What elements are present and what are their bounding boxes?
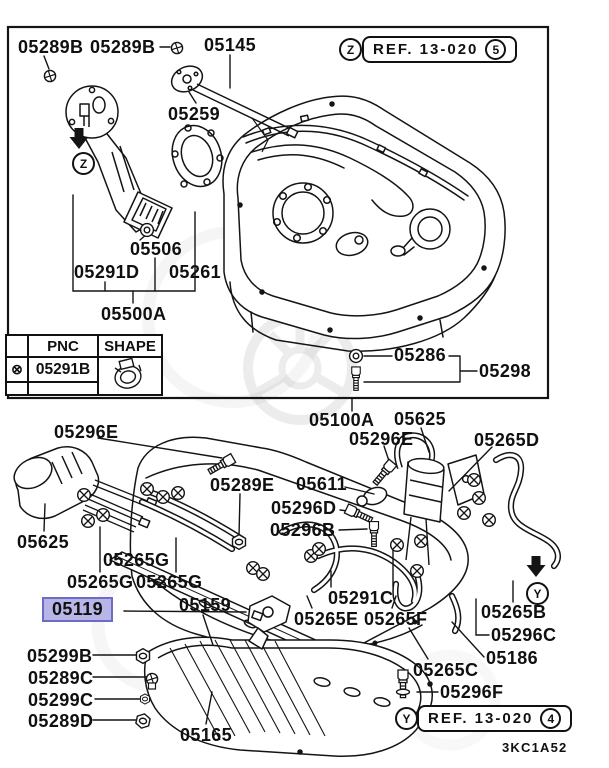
- sheet-code: 3KC1A52: [502, 740, 568, 755]
- part-label-05261[interactable]: 05261: [169, 262, 222, 282]
- ref-top-text: REF. 13-020: [373, 41, 479, 58]
- part-label-05265d[interactable]: 05265D: [474, 430, 540, 450]
- part-label-05625-left[interactable]: 05625: [17, 532, 70, 552]
- part-label-05265g-3[interactable]: 05265G: [136, 572, 203, 592]
- fuel-tank-upper-drawing: [222, 95, 506, 352]
- part-label-05265f[interactable]: 05265F: [364, 609, 428, 629]
- part-label-05611[interactable]: 05611: [296, 474, 348, 494]
- part-label-05145[interactable]: 05145: [204, 35, 257, 55]
- zone-marker-z-top: Z: [339, 38, 362, 61]
- zone-marker-z-sender: Z: [72, 152, 95, 175]
- pnc-column-header: PNC: [47, 338, 79, 355]
- part-label-05165[interactable]: 05165: [180, 725, 233, 745]
- pnc-shape-table: PNC SHAPE ⊗ 05291B: [5, 334, 163, 396]
- fuel-pump-left-drawing: [13, 446, 158, 533]
- part-label-05625-top[interactable]: 05625: [394, 409, 447, 429]
- part-label-05296d[interactable]: 05296D: [271, 498, 337, 518]
- part-label-05299b[interactable]: 05299B: [27, 646, 93, 666]
- ref-top-page-badge: 5: [485, 39, 507, 60]
- part-label-05265b[interactable]: 05265B: [481, 602, 547, 622]
- part-label-05296c[interactable]: 05296C: [491, 625, 557, 645]
- table-divider: [27, 336, 29, 394]
- part-label-05500a[interactable]: 05500A: [101, 304, 167, 324]
- part-label-05265g-2[interactable]: 05265G: [67, 572, 134, 592]
- part-label-05259[interactable]: 05259: [168, 104, 221, 124]
- part-label-05298[interactable]: 05298: [479, 361, 532, 381]
- table-divider: [7, 356, 161, 358]
- table-divider: [7, 381, 97, 383]
- leader-lines: [43, 46, 514, 725]
- part-label-05299c[interactable]: 05299C: [28, 690, 94, 710]
- selected-part-drawing: [247, 595, 291, 650]
- part-label-05186[interactable]: 05186: [486, 648, 539, 668]
- part-label-05159[interactable]: 05159: [179, 595, 232, 615]
- part-label-05289b-2[interactable]: 05289B: [90, 37, 156, 57]
- part-label-05291c[interactable]: 05291C: [328, 588, 394, 608]
- part-label-05506[interactable]: 05506: [130, 239, 183, 259]
- zone-marker-y-bottom: Y: [395, 707, 418, 730]
- ref-bottom-page-badge: 4: [540, 708, 562, 729]
- part-label-05100a[interactable]: 05100A: [309, 410, 375, 430]
- fastener-icons: [43, 41, 411, 731]
- part-label-05286[interactable]: 05286: [394, 345, 447, 365]
- ref-link-bottom[interactable]: REF. 13-020 4: [417, 705, 573, 732]
- fuel-sender-assembly-drawing: [65, 65, 299, 239]
- part-label-05265c[interactable]: 05265C: [413, 660, 479, 680]
- zone-marker-y-hose: Y: [526, 582, 549, 605]
- part-label-05296b[interactable]: 05296B: [270, 520, 336, 540]
- hose-clamp-shape-icon: [114, 358, 142, 389]
- ref-bottom-text: REF. 13-020: [428, 710, 534, 727]
- ref-link-top[interactable]: REF. 13-020 5: [362, 36, 518, 63]
- skid-plate-drawing: [143, 636, 433, 757]
- part-label-05296f[interactable]: 05296F: [440, 682, 504, 702]
- table-divider: [97, 336, 99, 394]
- part-label-05289e[interactable]: 05289E: [210, 475, 275, 495]
- part-label-05265g-1[interactable]: 05265G: [103, 550, 170, 570]
- pnc-value-05291b[interactable]: 05291B: [35, 361, 91, 378]
- part-label-05265e[interactable]: 05265E: [294, 609, 359, 629]
- part-label-05296e-right[interactable]: 05296E: [349, 429, 414, 449]
- fuel-filter-assembly-drawing: [356, 432, 485, 566]
- part-label-05119-selected[interactable]: 05119: [42, 597, 114, 622]
- part-label-05289b-1[interactable]: 05289B: [18, 37, 84, 57]
- part-label-05289c[interactable]: 05289C: [28, 668, 94, 688]
- part-label-05291d[interactable]: 05291D: [74, 262, 140, 282]
- part-label-05296e-left[interactable]: 05296E: [54, 422, 119, 442]
- upper-section-frame: [6, 25, 550, 400]
- clamp-symbol: ⊗: [11, 361, 23, 377]
- shape-column-header: SHAPE: [104, 338, 156, 355]
- part-label-05289d[interactable]: 05289D: [28, 711, 94, 731]
